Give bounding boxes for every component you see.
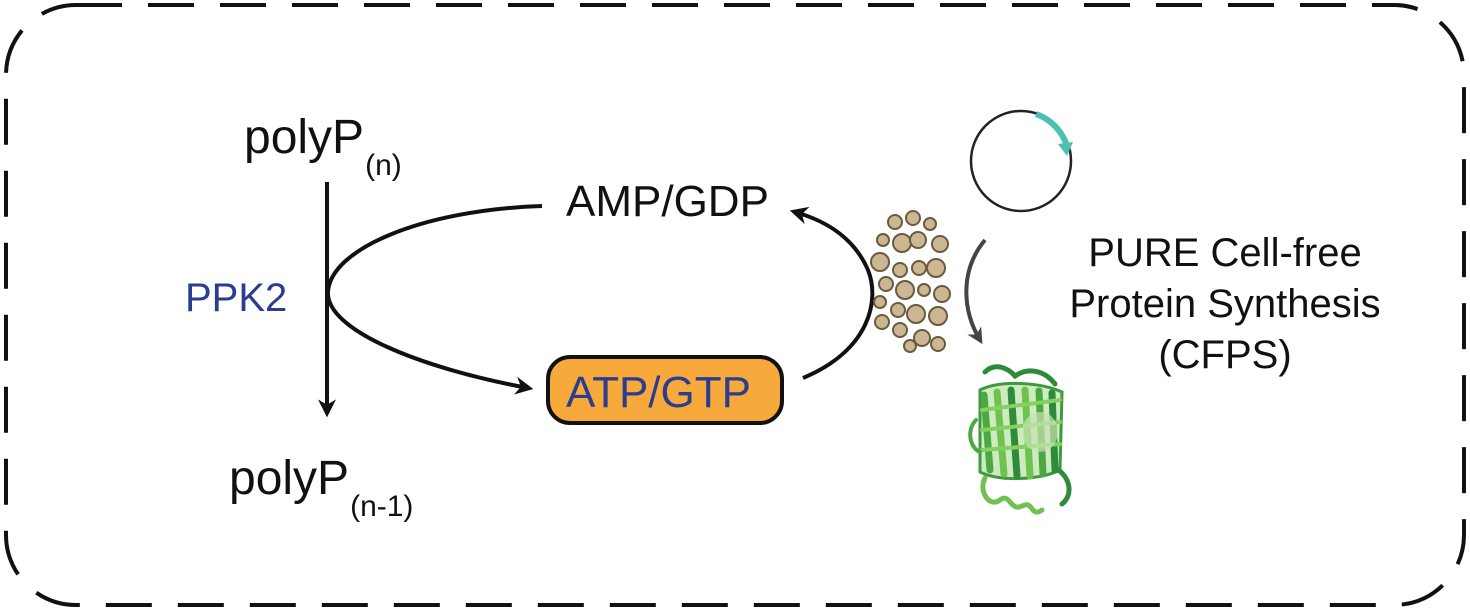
atp-gtp-box — [546, 355, 784, 425]
ppk2-label: PPK2 — [185, 276, 288, 320]
expression-arrow — [964, 238, 987, 345]
dashed-rounded-border — [4, 3, 1466, 607]
amp-gdp-label: AMP/GDP — [566, 177, 769, 226]
polyp-n-label: polyP(n) — [244, 111, 402, 181]
polyp-n-minus-1-base: polyP — [229, 452, 350, 505]
polyp-n-minus-1-label: polyP(n-1) — [229, 452, 413, 522]
polyp-n-base: polyP — [244, 111, 365, 164]
consumption-arc — [789, 206, 875, 380]
cfps-label: PURE Cell-free Protein Synthesis (CFPS) — [1050, 228, 1400, 381]
phosphorylation-curve — [325, 204, 543, 395]
polyp-n-subscript: (n) — [365, 149, 402, 182]
cfps-line-2: Protein Synthesis — [1069, 282, 1381, 326]
polyp-n-minus-1-subscript: (n-1) — [350, 490, 414, 523]
plasmid-icon — [969, 109, 1073, 213]
gfp-beta-barrel-icon — [968, 364, 1072, 515]
ribosome-cluster-icon — [870, 210, 951, 353]
cfps-line-3: (CFPS) — [1158, 333, 1292, 377]
cfps-line-1: PURE Cell-free — [1088, 231, 1362, 275]
atp-gtp-label: ATP/GTP — [566, 368, 751, 417]
